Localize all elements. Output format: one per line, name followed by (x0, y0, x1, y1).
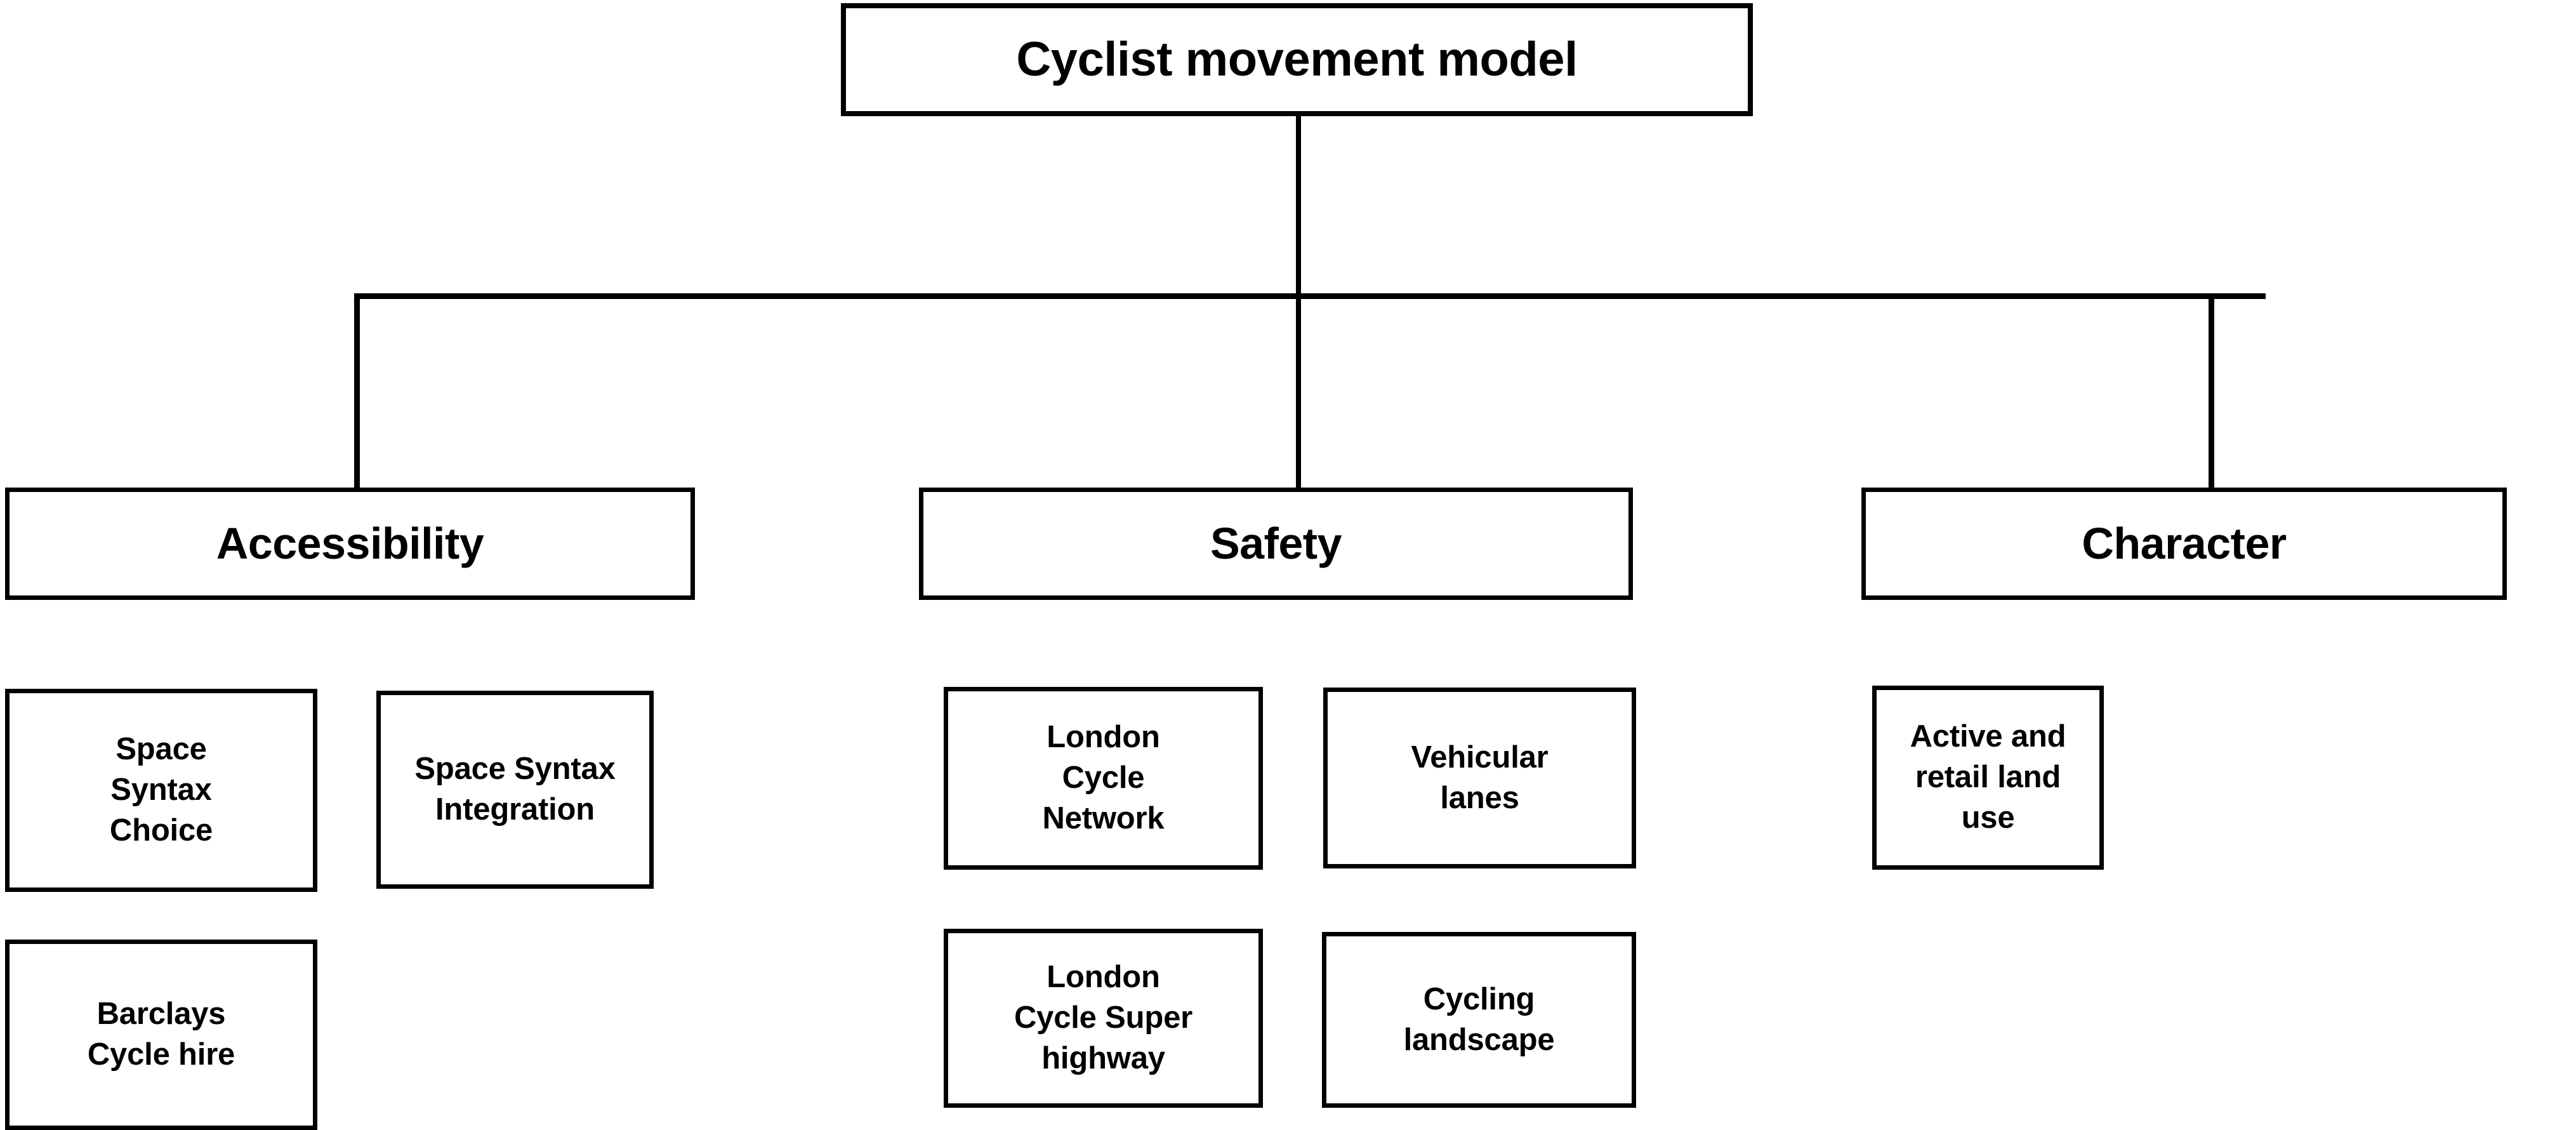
node-leaf-space-syntax-integration-label: Space Syntax Integration (414, 752, 616, 827)
node-leaf-barclays-cycle-hire[interactable]: Barclays Cycle hire (5, 940, 317, 1130)
connector-root-stem (1296, 116, 1301, 298)
connector-horizontal-bus (354, 293, 2266, 299)
node-category-accessibility[interactable]: Accessibility (5, 488, 695, 600)
connector-drop-accessibility (354, 293, 360, 488)
node-leaf-space-syntax-choice[interactable]: Space Syntax Choice (5, 689, 317, 892)
connector-drop-character (2209, 293, 2214, 488)
node-root-label: Cyclist movement model (1016, 32, 1578, 87)
node-leaf-space-syntax-choice-label: Space Syntax Choice (109, 732, 213, 848)
node-category-safety[interactable]: Safety (919, 488, 1633, 600)
node-leaf-vehicular-lanes-label: Vehicular lanes (1411, 740, 1549, 815)
node-leaf-active-and-retail-land-use[interactable]: Active and retail land use (1872, 686, 2104, 870)
node-leaf-cycling-landscape[interactable]: Cycling landscape (1322, 932, 1636, 1108)
node-root-cyclist-movement-model[interactable]: Cyclist movement model (841, 3, 1753, 116)
node-leaf-london-cycle-super-highway-label: London Cycle Super highway (1014, 960, 1193, 1075)
node-leaf-london-cycle-super-highway[interactable]: London Cycle Super highway (944, 929, 1263, 1108)
node-category-character-label: Character (2082, 518, 2287, 568)
node-leaf-active-and-retail-land-use-label: Active and retail land use (1910, 719, 2066, 835)
node-category-safety-label: Safety (1210, 518, 1342, 568)
node-category-accessibility-label: Accessibility (216, 518, 484, 568)
node-category-character[interactable]: Character (1861, 488, 2507, 600)
node-leaf-cycling-landscape-label: Cycling landscape (1403, 981, 1555, 1057)
node-leaf-space-syntax-integration[interactable]: Space Syntax Integration (376, 691, 654, 889)
connector-drop-safety (1296, 293, 1301, 488)
node-leaf-vehicular-lanes[interactable]: Vehicular lanes (1323, 688, 1636, 868)
node-leaf-london-cycle-network-label: London Cycle Network (1042, 720, 1165, 835)
node-leaf-barclays-cycle-hire-label: Barclays Cycle hire (87, 997, 235, 1072)
node-leaf-london-cycle-network[interactable]: London Cycle Network (944, 687, 1263, 870)
